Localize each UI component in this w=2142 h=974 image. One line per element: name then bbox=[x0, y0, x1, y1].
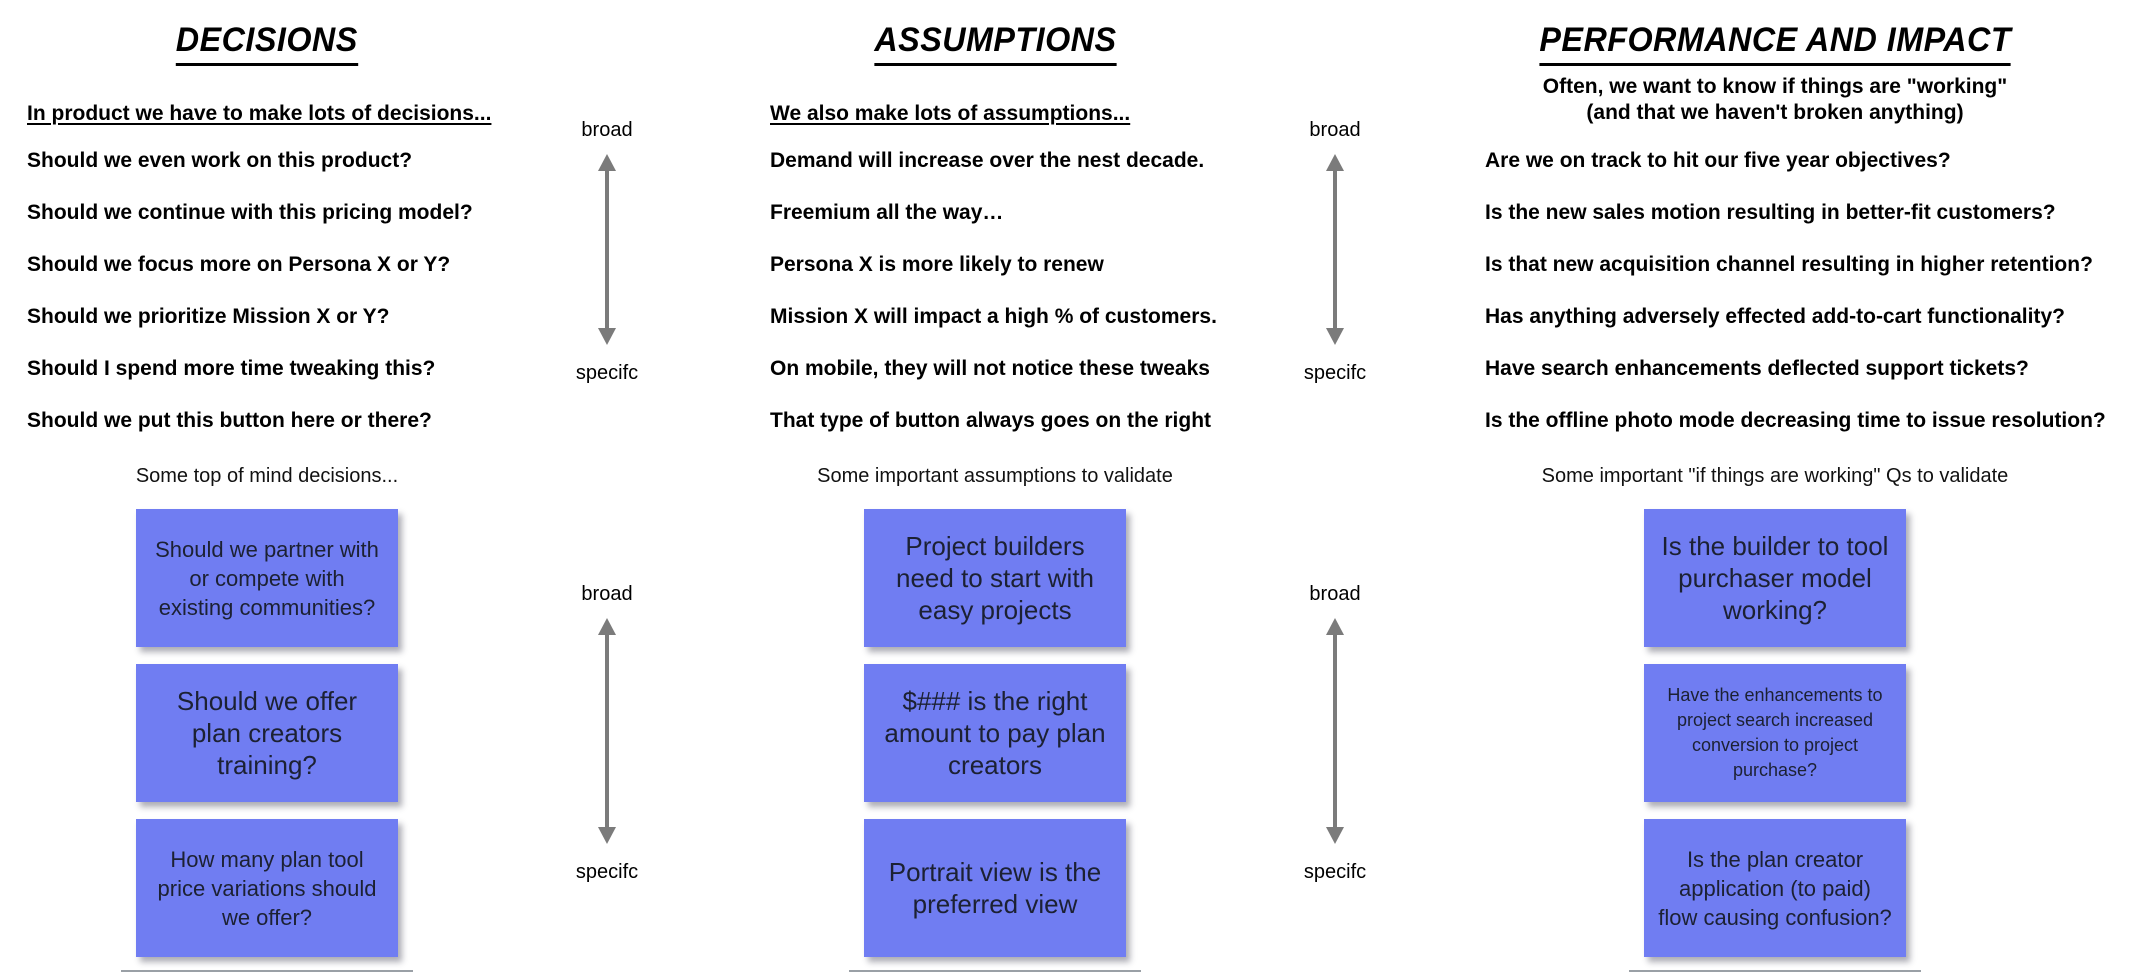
broad-specific-arrow-icon bbox=[1326, 618, 1344, 844]
question-item: Should we put this button here or there? bbox=[27, 409, 432, 432]
sticky-note[interactable]: Have the enhancements to project search … bbox=[1644, 664, 1906, 802]
column-subtitle: We also make lots of assumptions... bbox=[770, 102, 1131, 125]
question-list: Should we even work on this product? Sho… bbox=[27, 135, 507, 447]
sticky-note-text: Should we offer plan creators training? bbox=[176, 686, 358, 780]
question-item: Has anything adversely effected add-to-c… bbox=[1485, 305, 2065, 328]
sticky-note-text: Is the plan creator application (to paid… bbox=[1658, 846, 1892, 930]
question-item: Persona X is more likely to renew bbox=[770, 253, 1104, 276]
question-item: Mission X will impact a high % of custom… bbox=[770, 305, 1217, 328]
specific-label: specifc bbox=[575, 362, 639, 384]
specific-label: specifc bbox=[1303, 861, 1367, 883]
question-item: Have search enhancements deflected suppo… bbox=[1485, 357, 2029, 380]
sticky-note[interactable]: How many plan tool price variations shou… bbox=[136, 819, 398, 957]
broad-label: broad bbox=[581, 583, 633, 605]
question-item: On mobile, they will not notice these tw… bbox=[770, 357, 1210, 380]
notes-caption: Some top of mind decisions... bbox=[135, 465, 399, 487]
question-item: Is that new acquisition channel resultin… bbox=[1485, 253, 2093, 276]
sticky-note-text: Portrait view is the preferred view bbox=[888, 857, 1102, 919]
broad-label: broad bbox=[581, 119, 633, 141]
assumptions-column: ASSUMPTIONS We also make lots of assumpt… bbox=[770, 0, 1220, 972]
question-item: Should I spend more time tweaking this? bbox=[27, 357, 436, 380]
sticky-note-stack: Should we partner with or compete with e… bbox=[27, 509, 507, 972]
performance-impact-column: PERFORMANCE AND IMPACT Often, we want to… bbox=[1485, 0, 2106, 972]
broad-specific-arrow-icon bbox=[598, 618, 616, 844]
column-title: ASSUMPTIONS bbox=[770, 18, 1220, 66]
question-item: Is the offline photo mode decreasing tim… bbox=[1485, 409, 2106, 432]
column-title: DECISIONS bbox=[27, 18, 507, 66]
column-subtitle-line: Often, we want to know if things are "wo… bbox=[1542, 75, 2008, 98]
question-list: Are we on track to hit our five year obj… bbox=[1485, 135, 2106, 447]
sticky-note[interactable]: Should we offer plan creators training? bbox=[136, 664, 398, 802]
sticky-note[interactable]: Is the plan creator application (to paid… bbox=[1644, 819, 1906, 957]
sticky-note-text: Is the builder to tool purchaser model w… bbox=[1661, 531, 1889, 625]
broad-specific-arrow-icon bbox=[598, 154, 616, 345]
broad-specific-arrow-icon bbox=[1326, 154, 1344, 345]
question-list: Demand will increase over the nest decad… bbox=[770, 135, 1220, 447]
column-subtitle: Often, we want to know if things are "wo… bbox=[1485, 74, 2065, 126]
sticky-note-stack: Is the builder to tool purchaser model w… bbox=[1485, 509, 2065, 972]
specific-label: specifc bbox=[1303, 362, 1367, 384]
sticky-note-text: Should we partner with or compete with e… bbox=[155, 536, 379, 620]
question-item: Are we on track to hit our five year obj… bbox=[1485, 149, 1951, 172]
decisions-column: DECISIONS In product we have to make lot… bbox=[27, 0, 507, 972]
sticky-note-text: $### is the right amount to pay plan cre… bbox=[884, 686, 1106, 780]
question-item: Demand will increase over the nest decad… bbox=[770, 149, 1205, 172]
sticky-note-stack: Project builders need to start with easy… bbox=[770, 509, 1220, 972]
broad-label: broad bbox=[1309, 583, 1361, 605]
question-item: Should we prioritize Mission X or Y? bbox=[27, 305, 390, 328]
question-item: Should we focus more on Persona X or Y? bbox=[27, 253, 451, 276]
sticky-note[interactable]: Portrait view is the preferred view bbox=[864, 819, 1126, 957]
scale-arrows-right: broad specifc broad specifc bbox=[1285, 0, 1385, 886]
broad-label: broad bbox=[1309, 119, 1361, 141]
sticky-note[interactable]: Should we partner with or compete with e… bbox=[136, 509, 398, 647]
question-item: That type of button always goes on the r… bbox=[770, 409, 1212, 432]
cropped-frame-edge bbox=[1629, 970, 1921, 972]
question-item: Freemium all the way… bbox=[770, 201, 1004, 224]
cropped-frame-edge bbox=[849, 970, 1141, 972]
sticky-note[interactable]: $### is the right amount to pay plan cre… bbox=[864, 664, 1126, 802]
question-item: Should we continue with this pricing mod… bbox=[27, 201, 473, 224]
sticky-note-text: Have the enhancements to project search … bbox=[1667, 685, 1883, 780]
column-subtitle: In product we have to make lots of decis… bbox=[27, 102, 492, 125]
specific-label: specifc bbox=[575, 861, 639, 883]
notes-caption: Some important "if things are working" Q… bbox=[1541, 465, 2009, 487]
question-item: Should we even work on this product? bbox=[27, 149, 413, 172]
sticky-note[interactable]: Project builders need to start with easy… bbox=[864, 509, 1126, 647]
scale-arrows-left: broad specifc broad specifc bbox=[557, 0, 657, 886]
column-subtitle-line: (and that we haven't broken anything) bbox=[1586, 101, 1964, 124]
sticky-note[interactable]: Is the builder to tool purchaser model w… bbox=[1644, 509, 1906, 647]
cropped-frame-edge bbox=[121, 970, 413, 972]
column-title: PERFORMANCE AND IMPACT bbox=[1485, 18, 2065, 66]
sticky-note-text: How many plan tool price variations shou… bbox=[157, 846, 377, 930]
notes-caption: Some important assumptions to validate bbox=[817, 465, 1173, 487]
sticky-note-text: Project builders need to start with easy… bbox=[896, 531, 1094, 625]
column-title-text: ASSUMPTIONS bbox=[873, 18, 1117, 66]
column-title-text: PERFORMANCE AND IMPACT bbox=[1539, 18, 2011, 66]
column-title-text: DECISIONS bbox=[176, 18, 358, 66]
question-item: Is the new sales motion resulting in bet… bbox=[1485, 201, 2056, 224]
